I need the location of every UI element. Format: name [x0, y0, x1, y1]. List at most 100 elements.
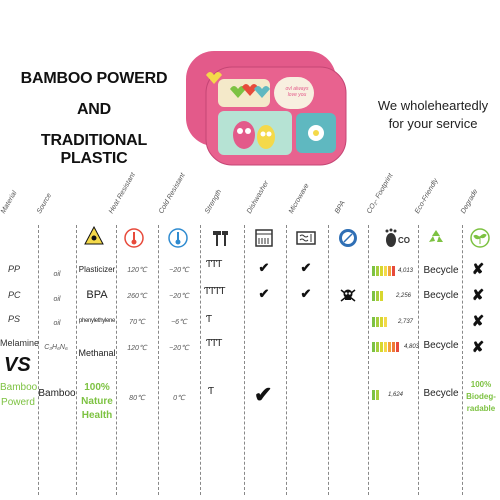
- row-degrade-melamine: ✘: [471, 339, 485, 356]
- co2-bar-pc: [372, 291, 383, 301]
- banner-title-line1: BAMBOO POWERD: [20, 70, 168, 87]
- heart-icon: [242, 84, 258, 96]
- co2-icon-label: CO: [398, 236, 410, 245]
- bamboo-strength: Ƭ: [208, 386, 214, 397]
- dishwasher-icon: [255, 229, 273, 247]
- row-additive-ps: phenylethylene: [78, 318, 116, 324]
- vs-label: VS: [4, 354, 31, 376]
- column-divider: [116, 225, 117, 495]
- row-eco-pp: Becycle: [423, 265, 459, 276]
- co2-bar-bamboo: [372, 390, 379, 400]
- row-co2-pc: 2,256: [396, 293, 412, 299]
- row-eco-pc: Becycle: [423, 290, 459, 301]
- heart-icon: [206, 72, 222, 84]
- bamboo-additive-line1: 100%: [84, 382, 110, 393]
- bamboo-degrade-line3: radable: [466, 404, 496, 413]
- recycle-icon: [429, 230, 443, 242]
- row-source-pc: oil: [53, 296, 61, 303]
- plate-badge-area: [274, 77, 314, 109]
- bamboo-material-line2: Powerd: [1, 397, 35, 408]
- bpa-free-icon: [339, 229, 357, 247]
- column-divider: [328, 225, 329, 495]
- row-heat-ps: 70℃: [129, 319, 145, 326]
- bamboo-source: Bamboo: [38, 388, 76, 399]
- bamboo-additive-line2: Nature: [81, 396, 113, 407]
- row-heat-melamine: 120℃: [127, 345, 147, 352]
- header-eco: Eco-Friendly: [413, 177, 440, 215]
- row-material-pc: PC: [8, 290, 21, 300]
- column-divider: [38, 225, 39, 495]
- header-heat: Heat Resistant: [107, 171, 137, 215]
- column-divider: [76, 225, 77, 495]
- row-dishwasher-pp: ✔: [258, 260, 270, 275]
- header-microwave: Microwave: [287, 182, 311, 215]
- header-strength: Strength: [203, 188, 224, 215]
- column-divider: [286, 225, 287, 495]
- column-divider: [462, 225, 463, 495]
- row-degrade-ps: ✘: [471, 313, 485, 330]
- owl-icon: [257, 125, 275, 149]
- row-co2-pp: 4,013: [398, 268, 414, 274]
- row-dishwasher-pc: ✔: [258, 286, 270, 301]
- row-strength-pp: ƬƬƬ: [206, 259, 222, 270]
- row-degrade-pp: ✘: [471, 261, 485, 278]
- co2-bar-melamine: [372, 342, 399, 352]
- bamboo-eco: Becycle: [423, 388, 459, 399]
- row-material-pp: PP: [8, 264, 21, 274]
- row-strength-ps: Ƭ: [206, 314, 212, 325]
- header-dishwasher: Dishwasher: [245, 179, 271, 215]
- bamboo-dishwasher: ✔: [254, 382, 273, 407]
- row-source-ps: oil: [53, 320, 61, 327]
- column-divider: [244, 225, 245, 495]
- row-co2-ps: 2,737: [398, 319, 414, 325]
- bamboo-material-line1: Bamboo: [0, 382, 38, 393]
- tagline-line1: We wholeheartedly: [377, 98, 489, 113]
- bamboo-co2: 1,624: [388, 392, 404, 398]
- co2-bar-pp: [372, 266, 395, 276]
- row-microwave-pc: ✔: [300, 286, 312, 301]
- row-microwave-pp: ✔: [300, 260, 312, 275]
- row-cold-ps: −6℃: [171, 319, 187, 326]
- heart-icon: [230, 86, 246, 98]
- header-cold: Cold Resistant: [157, 172, 187, 215]
- row-additive-pc: BPA: [86, 289, 108, 301]
- row-eco-melamine: Becycle: [423, 340, 459, 351]
- row-cold-melamine: −20℃: [169, 345, 189, 352]
- column-divider: [418, 225, 419, 495]
- column-divider: [200, 225, 201, 495]
- microwave-icon: [296, 231, 316, 245]
- bamboo-heat: 80℃: [129, 395, 145, 402]
- header-bpa: BPA: [333, 199, 347, 215]
- banner-title-line2: AND: [76, 101, 112, 118]
- header-source: Source: [35, 192, 54, 215]
- row-additive-pp: Plasticizer: [78, 265, 116, 274]
- thermometer-hot-icon: [124, 228, 144, 248]
- header-co2: CO₂- Footprint: [365, 172, 395, 215]
- bamboo-additive-line3: Health: [81, 410, 113, 421]
- row-degrade-pc: ✘: [471, 287, 485, 304]
- row-cold-pp: −20℃: [169, 267, 189, 274]
- owl-icon: [233, 121, 255, 149]
- thermometer-cold-icon: [168, 228, 188, 248]
- column-divider: [368, 225, 369, 495]
- row-cold-pc: −20℃: [169, 293, 189, 300]
- bamboo-cold: 0℃: [173, 395, 185, 402]
- sprout-icon: [470, 228, 490, 248]
- header-degrade: Degrade: [459, 188, 480, 215]
- footprint-icon: [385, 228, 397, 247]
- row-co2-melamine: 4,803: [404, 344, 420, 350]
- row-source-melamine: C₃H₆N₆: [44, 344, 68, 351]
- plate-section-main: [218, 111, 292, 155]
- bamboo-degrade-line1: 100%: [470, 380, 492, 389]
- header-material: Material: [0, 189, 19, 215]
- row-heat-pc: 260℃: [127, 293, 147, 300]
- tagline-line2: for your service: [388, 116, 478, 131]
- column-divider: [158, 225, 159, 495]
- toxic-warning-icon: [84, 226, 104, 245]
- skull-icon: [340, 289, 356, 302]
- row-strength-pc: ƬƬƬƬ: [204, 286, 225, 297]
- row-source-pp: oil: [53, 271, 61, 278]
- bamboo-plate-image: [186, 51, 347, 166]
- co2-bar-ps: [372, 317, 387, 327]
- heart-icon: [254, 86, 270, 98]
